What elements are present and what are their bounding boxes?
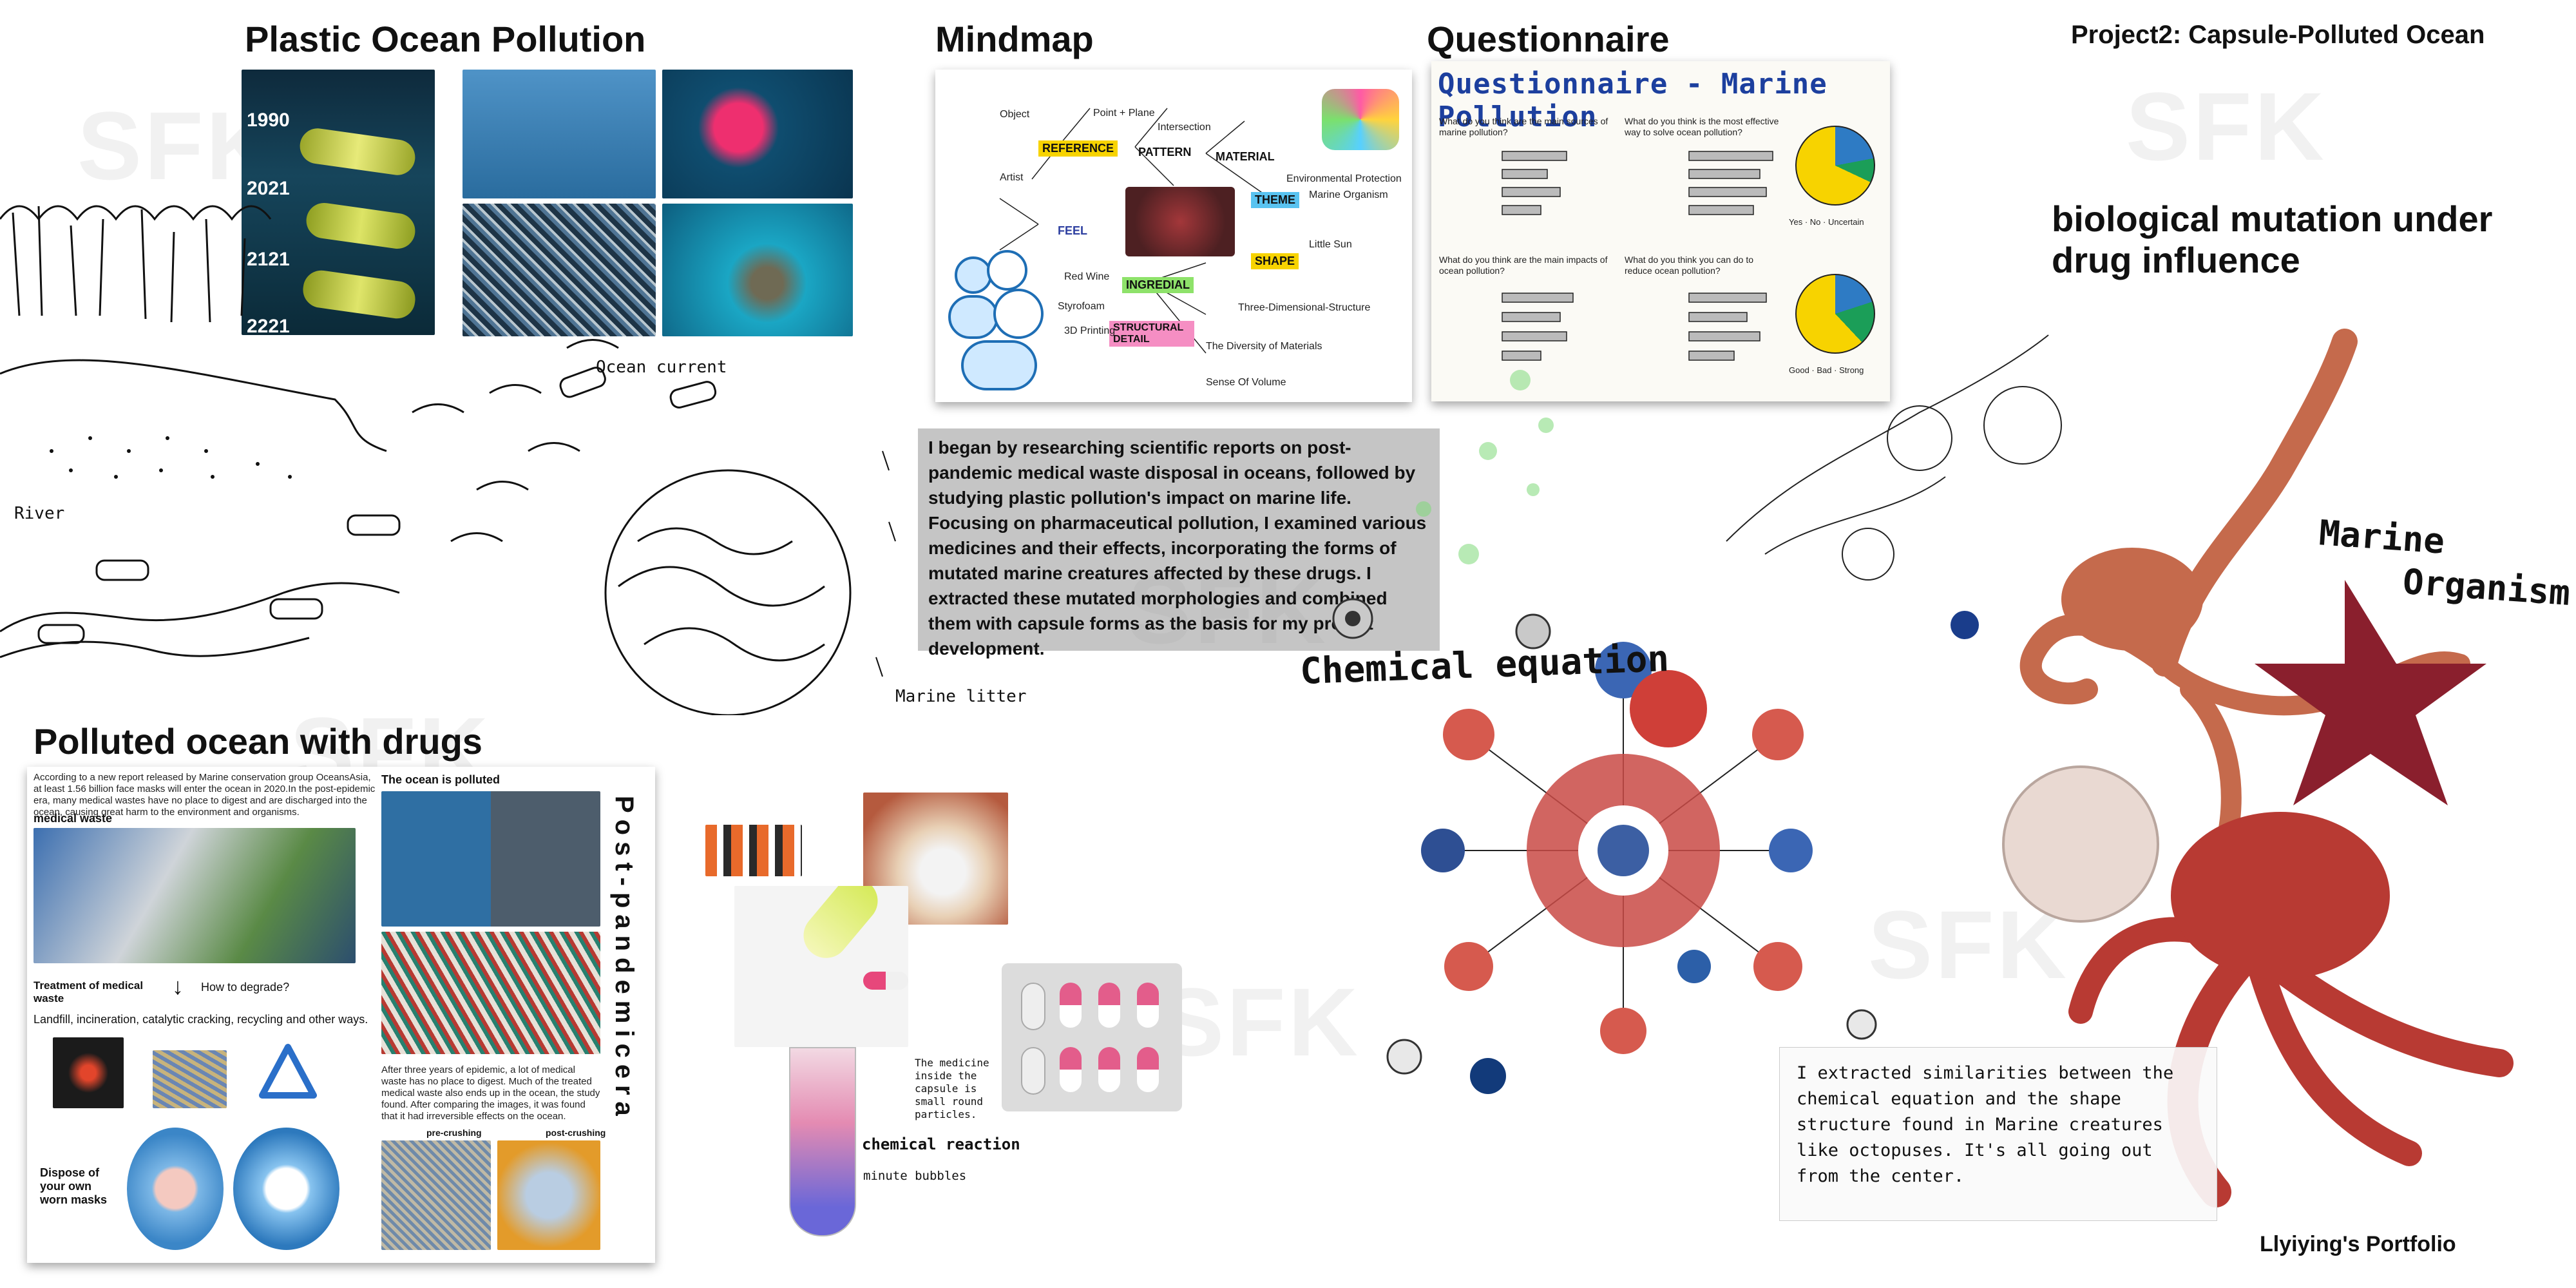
year-label: 2021	[247, 178, 290, 199]
ocean-current-sketch	[0, 205, 896, 715]
drugs-intro: According to a new report released by Ma…	[33, 772, 376, 818]
turtle-photo	[662, 204, 853, 336]
mindmap-node: REFERENCE	[1038, 140, 1118, 157]
polluted-ocean-photo	[381, 791, 600, 927]
bottle-timeline-photo: 1990 2021 2121 2221	[242, 70, 435, 335]
chemical-structure-drawing	[1332, 334, 2062, 1094]
mindmap-node: FEEL	[1058, 224, 1088, 237]
open-capsule-photo	[734, 886, 908, 1047]
jellyfish-plastic-photo	[662, 70, 853, 198]
mindmap-leaf: Styrofoam	[1058, 301, 1105, 312]
pie-chart-1	[1795, 126, 1875, 206]
mindmap-leaf: Three-Dimensional-Structure	[1238, 302, 1371, 313]
ocean-plastic-photo	[463, 70, 656, 198]
year-label: 2121	[247, 249, 290, 270]
watermark-logo: SFK	[1159, 968, 1360, 1076]
plastic-title: Plastic Ocean Pollution	[245, 19, 646, 59]
bottle-shape	[298, 126, 417, 178]
question-3: What do you think are the main impacts o…	[1439, 255, 1608, 276]
landfill-photo	[153, 1050, 227, 1108]
pie-legend-1: Yes · No · Uncertain	[1789, 217, 1864, 227]
questionnaire-header: Questionnaire - Marine Pollution	[1438, 68, 1827, 133]
portfolio-signature: Llyiying's Portfolio	[2260, 1232, 2456, 1256]
incineration-photo	[53, 1037, 124, 1108]
pink-capsule	[863, 972, 908, 990]
methods-text: Landfill, incineration, catalytic cracki…	[33, 1013, 368, 1026]
mindmap-title: Mindmap	[935, 19, 1094, 59]
mindmap-card: REFERENCE PATTERN MATERIAL THEME SHAPE F…	[935, 70, 1412, 402]
mindmap-leaf: Intersection	[1158, 122, 1211, 133]
mindmap-leaf: The Diversity of Materials	[1206, 341, 1322, 352]
mindmap-leaf: Marine Organism	[1309, 189, 1388, 200]
questionnaire-title: Questionnaire	[1427, 19, 1670, 59]
watermark-logo: SFK	[1868, 890, 2069, 999]
blister-pack-photo	[1002, 963, 1182, 1111]
capsule-strip-photo	[705, 825, 802, 876]
mindmap-leaf: Little Sun	[1309, 239, 1352, 250]
question-2: What do you think is the most effective …	[1625, 116, 1779, 137]
chemical-reaction-label: chemical reaction	[862, 1135, 1020, 1153]
questionnaire-card: Questionnaire - Marine Pollution What do…	[1431, 61, 1890, 401]
pie-chart-2	[1795, 274, 1875, 354]
test-tube-photo	[789, 1047, 856, 1236]
mindmap-node: THEME	[1251, 192, 1299, 208]
river-label: River	[14, 504, 65, 523]
medical-waste-label: medical waste	[33, 812, 113, 825]
treatment-label: Treatment of medical waste	[33, 979, 144, 1004]
mindmap-leaf: Point + Plane	[1093, 108, 1155, 119]
mindmap-node: SHAPE	[1251, 253, 1299, 269]
garbage-patch-photo	[463, 204, 656, 336]
mask-sculpture-photo	[127, 1128, 224, 1250]
minute-bubbles-label: minute bubbles	[863, 1169, 967, 1183]
mindmap-node: PATTERN	[1138, 146, 1192, 159]
pie-legend-2: Good · Bad · Strong	[1789, 365, 1864, 375]
similarity-note: I extracted similarities between the che…	[1797, 1063, 2174, 1186]
red-sculpture-photo	[1125, 187, 1235, 256]
drugs-panel: According to a new report released by Ma…	[27, 767, 655, 1263]
pre-crushing-label: pre-crushing	[426, 1128, 482, 1138]
medicine-note: The medicine inside the capsule is small…	[915, 1057, 989, 1120]
marine-litter-label: Marine litter	[895, 687, 1027, 706]
capsule-pile-sketch	[948, 244, 1045, 392]
post-crushing-photo	[497, 1140, 600, 1250]
mindmap-leaf: Object	[1000, 109, 1030, 120]
mask-sculpture-photo	[233, 1128, 339, 1250]
recycle-icon	[259, 1044, 317, 1099]
post-crushing-label: post-crushing	[546, 1128, 606, 1138]
mutation-title: biological mutation under drug influence	[2052, 198, 2493, 280]
mindmap-leaf: Environmental Protection	[1286, 173, 1402, 184]
mindmap-leaf: Artist	[1000, 172, 1024, 183]
dispose-label: Dispose of your own worn masks	[40, 1166, 108, 1206]
mindmap-node: INGREDIAL	[1122, 277, 1194, 293]
mindmap-node: STRUCTURAL DETAIL	[1109, 321, 1194, 347]
drugs-title: Polluted ocean with drugs	[33, 721, 482, 762]
mindmap-leaf: 3D Printing	[1064, 325, 1116, 336]
how-degrade-label: How to degrade?	[201, 981, 290, 994]
mindmap-node: MATERIAL	[1216, 150, 1275, 163]
question-4: What do you think you can do to reduce o…	[1625, 255, 1754, 276]
pre-crushing-photo	[381, 1140, 491, 1250]
medical-waste-photo	[33, 828, 356, 963]
mindmap-leaf: Red Wine	[1064, 271, 1110, 282]
similarity-note-box: I extracted similarities between the che…	[1779, 1047, 2217, 1221]
colorful-objects-photo	[1322, 89, 1399, 150]
year-label: 1990	[247, 110, 290, 131]
down-arrow-icon: ↓	[172, 973, 184, 999]
mindmap-leaf: Sense Of Volume	[1206, 377, 1286, 388]
epidemic-text: After three years of epidemic, a lot of …	[381, 1064, 600, 1122]
questionnaire-bars	[1502, 151, 1773, 361]
syringes-photo	[381, 932, 600, 1054]
project-title: Project2: Capsule-Polluted Ocean	[2071, 21, 2485, 49]
ocean-current-label: Ocean current	[596, 358, 727, 377]
post-pandemic-vertical: Post-pandemicera	[610, 796, 638, 1122]
question-1: What do you think are the main sources o…	[1439, 116, 1608, 137]
ocean-polluted-label: The ocean is polluted	[381, 773, 501, 786]
watermark-logo: SFK	[2126, 72, 2327, 180]
year-label: 2221	[247, 316, 290, 335]
marine-label: Marine	[2318, 512, 2447, 562]
